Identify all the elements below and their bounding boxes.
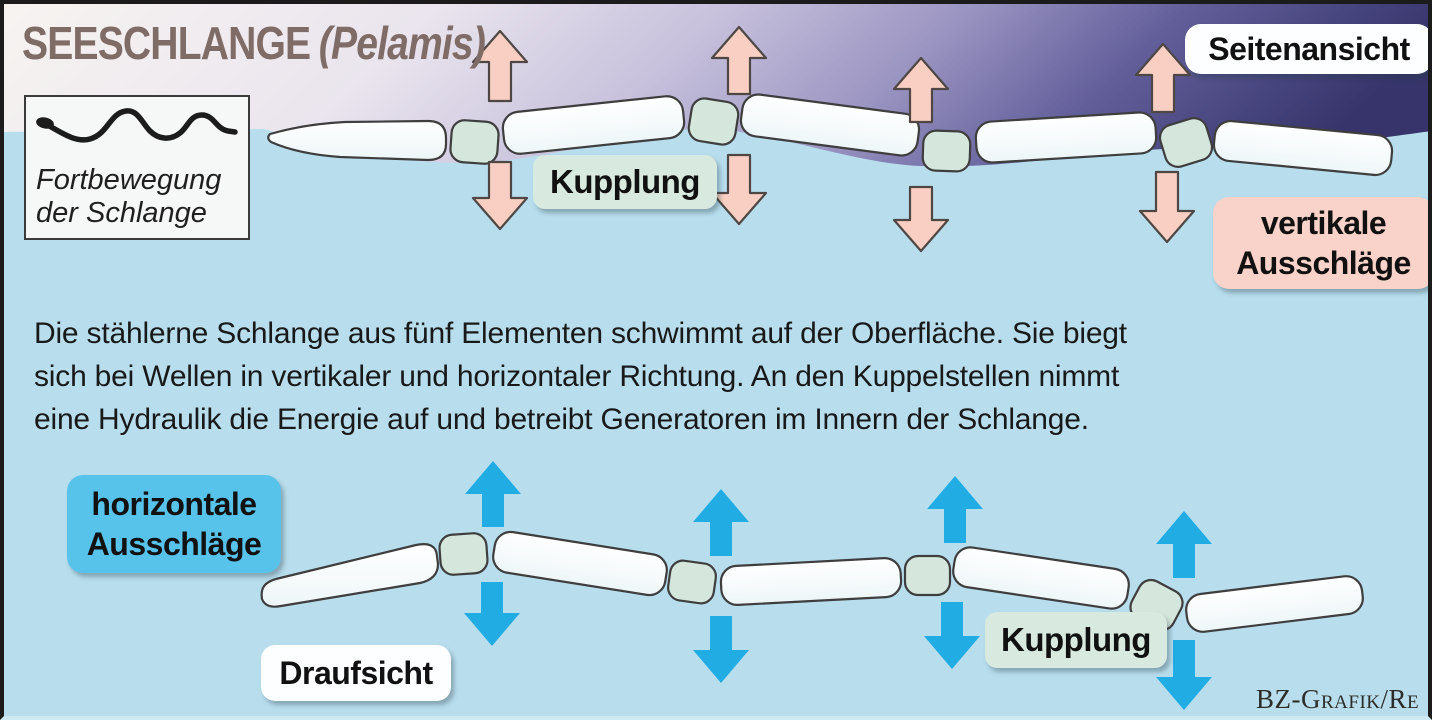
up-arrow-icon <box>1156 511 1212 578</box>
down-arrow-icon <box>471 160 529 231</box>
coupling-joint <box>667 559 717 605</box>
coupling-joint <box>1158 117 1214 168</box>
snake-segment <box>492 530 668 597</box>
legend-caption-line1: Fortbewegung <box>36 164 222 196</box>
title-main: SEESCHLANGE <box>22 17 311 69</box>
vertical-deflection-arrows <box>471 25 1196 253</box>
up-arrow-icon <box>1134 42 1192 114</box>
up-arrow-icon <box>710 25 768 96</box>
down-arrow-icon <box>1138 170 1196 244</box>
down-arrow-icon <box>464 582 520 646</box>
coupling-joint <box>687 97 740 146</box>
snake-segment <box>501 95 686 155</box>
vertical-deflections-text: vertikale Ausschläge <box>1236 203 1411 283</box>
coupling-joint <box>903 554 952 597</box>
vertical-deflections-label: vertikale Ausschläge <box>1213 197 1428 289</box>
snake-segment <box>1185 575 1364 633</box>
coupling-joint <box>438 532 489 576</box>
snake-segment <box>267 119 448 162</box>
description-paragraph: Die stählerne Schlange aus fünf Elemente… <box>34 312 1424 441</box>
horizontal-deflections-text: horizontale Ausschläge <box>87 484 262 564</box>
top-snake-side-view <box>267 93 1394 177</box>
coupling-label-top-text: Kupplung <box>550 163 700 200</box>
snake-segment <box>974 111 1158 164</box>
paragraph-line3: eine Hydraulik die Energie auf und betre… <box>34 403 1089 436</box>
side-view-label: Seitenansicht <box>1185 24 1428 74</box>
legend-caption-line2: der Schlange <box>36 197 207 229</box>
up-arrow-icon <box>693 489 749 556</box>
down-arrow-icon <box>924 602 980 669</box>
horizontal-line2: Ausschläge <box>86 526 262 562</box>
snake-segment <box>260 543 440 608</box>
vertical-line1: vertikale <box>1260 205 1387 241</box>
coupling-label-top: Kupplung <box>533 155 717 209</box>
graphic-credit: BZ-Grafik/Re <box>1256 684 1420 714</box>
title-sub: (Pelamis) <box>318 17 486 69</box>
snake-segment <box>739 93 921 157</box>
up-arrow-icon <box>465 461 521 527</box>
down-arrow-icon <box>693 616 749 683</box>
page-title: SEESCHLANGE(Pelamis) <box>22 16 486 70</box>
top-view-label: Draufsicht <box>261 645 451 701</box>
top-view-label-text: Draufsicht <box>279 654 433 691</box>
coupling-label-bottom-text: Kupplung <box>1001 621 1151 658</box>
vertical-line2: Ausschläge <box>1236 245 1411 281</box>
up-arrow-icon <box>927 476 983 543</box>
up-arrow-icon <box>892 56 950 124</box>
paragraph-line1: Die stählerne Schlange aus fünf Elemente… <box>34 317 1127 350</box>
paragraph-line2: sich bei Wellen in vertikaler und horizo… <box>34 360 1120 393</box>
snake-segment <box>719 557 903 606</box>
coupling-joint <box>921 129 972 173</box>
snake-locomotion-legend: Fortbewegung der Schlange <box>24 95 250 240</box>
snake-segment <box>1212 119 1394 177</box>
snake-squiggle-icon <box>36 108 238 143</box>
side-view-label-text: Seitenansicht <box>1208 30 1410 67</box>
horizontal-deflections-label: horizontale Ausschläge <box>67 475 281 573</box>
down-arrow-icon <box>1156 640 1212 710</box>
legend-caption: Fortbewegung der Schlange <box>26 164 248 238</box>
coupling-label-bottom: Kupplung <box>985 612 1167 668</box>
up-arrow-icon <box>471 29 529 103</box>
down-arrow-icon <box>892 185 950 253</box>
bottom-snake-top-view <box>260 530 1364 633</box>
snake-segment <box>952 546 1130 610</box>
coupling-joint <box>449 119 500 165</box>
horizontal-deflection-arrows <box>464 461 1212 710</box>
horizontal-line1: horizontale <box>91 486 257 522</box>
